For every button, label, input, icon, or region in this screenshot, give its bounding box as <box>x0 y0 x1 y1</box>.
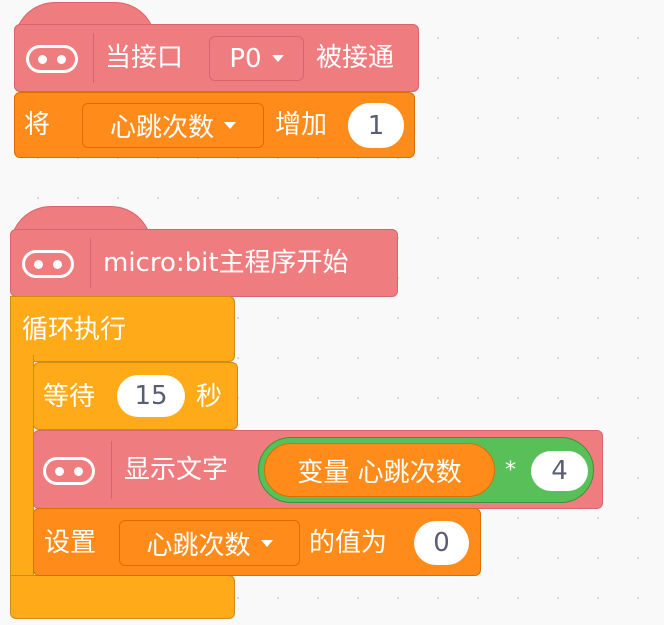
variable-name: 心跳次数 <box>109 113 214 143</box>
variable-reporter[interactable]: 变量 心跳次数 <box>264 443 495 497</box>
change-action: 增加 <box>275 110 328 140</box>
wait-block[interactable]: 等待 15 秒 <box>33 362 238 430</box>
show-label: 显示文字 <box>124 455 229 485</box>
set-value-input[interactable]: 0 <box>414 521 469 565</box>
multiply-operator-block[interactable]: 变量 心跳次数 * 4 <box>258 437 594 503</box>
pin-connected-hat-block[interactable]: 当接口 P0 被接通 <box>14 24 419 92</box>
microbit-icon <box>26 45 78 73</box>
set-prefix: 设置 <box>44 528 97 558</box>
pin-dropdown[interactable]: P0 <box>209 36 304 81</box>
increment-input[interactable]: 1 <box>348 103 404 148</box>
microbit-icon <box>22 250 74 278</box>
divider <box>93 33 94 83</box>
hat-prefix: 当接口 <box>105 43 184 73</box>
loop-arm <box>10 355 34 585</box>
hat-label: micro:bit主程序开始 <box>103 248 349 278</box>
change-prefix: 将 <box>24 110 51 140</box>
set-suffix: 的值为 <box>309 528 388 558</box>
hat-suffix: 被接通 <box>316 43 395 73</box>
show-string-block[interactable]: 显示文字 变量 心跳次数 * 4 <box>33 430 603 509</box>
variable-name: 心跳次数 <box>146 530 251 561</box>
variable-dropdown[interactable]: 心跳次数 <box>82 103 264 148</box>
microbit-icon <box>43 457 95 485</box>
loop-label: 循环执行 <box>22 315 127 345</box>
operator-symbol: * <box>505 458 516 483</box>
multiplier-input[interactable]: 4 <box>531 451 588 491</box>
divider <box>111 441 112 499</box>
pin-value: P0 <box>229 43 262 74</box>
set-variable-block[interactable]: 设置 心跳次数 的值为 0 <box>33 508 481 576</box>
variable-dropdown[interactable]: 心跳次数 <box>119 520 300 566</box>
change-variable-block[interactable]: 将 心跳次数 增加 1 <box>14 92 415 158</box>
main-program-hat-block[interactable]: micro:bit主程序开始 <box>10 229 398 297</box>
dropdown-arrow-icon <box>260 539 273 547</box>
dropdown-arrow-icon <box>271 55 284 62</box>
dropdown-arrow-icon <box>224 122 236 129</box>
divider <box>90 238 91 288</box>
wait-prefix: 等待 <box>43 382 96 412</box>
loop-bottom <box>10 575 235 619</box>
forever-loop-block[interactable]: 循环执行 <box>10 296 235 362</box>
wait-unit: 秒 <box>196 382 223 412</box>
wait-seconds-input[interactable]: 15 <box>117 375 185 417</box>
